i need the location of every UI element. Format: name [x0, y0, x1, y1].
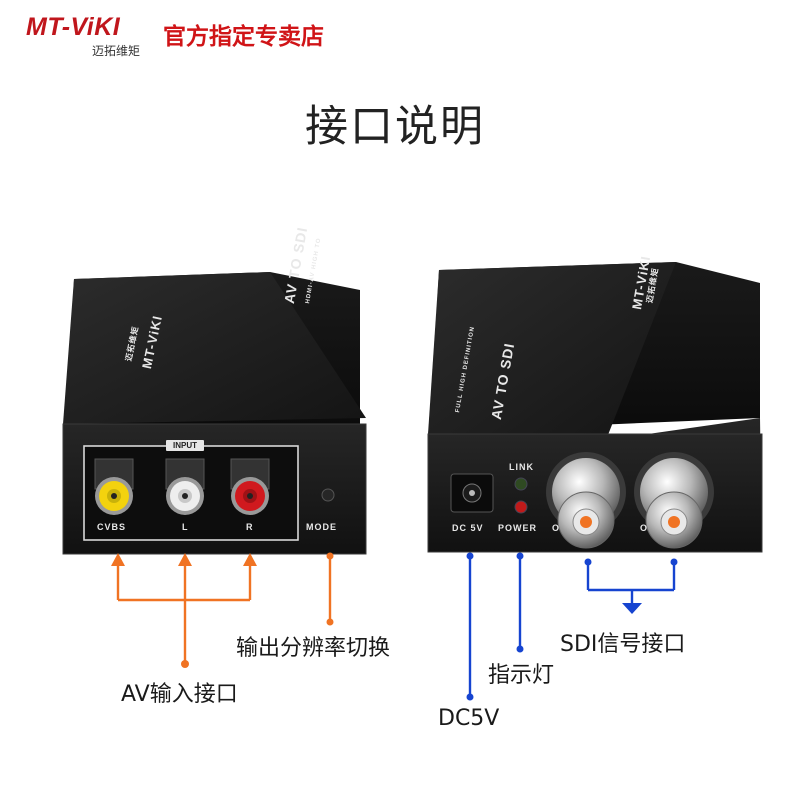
brand-logo: MT-ViKI [26, 13, 121, 41]
callout-indicator: 指示灯 [488, 663, 555, 688]
mode-label: MODE [306, 522, 337, 532]
blue-callout-lines [468, 556, 676, 696]
brand-logo-cn: 迈拓维矩 [92, 44, 141, 58]
led-link-label: LINK [509, 462, 534, 472]
port-label-l: L [182, 522, 189, 532]
left-device [62, 272, 367, 555]
dc-jack-label: DC 5V [452, 523, 484, 533]
blue-markers [466, 552, 678, 701]
orange-callout-lines [116, 556, 332, 663]
callout-sdi: SDI信号接口 [560, 632, 686, 657]
callout-av-input: AV输入接口 [121, 682, 238, 707]
led-power-label: POWER [498, 523, 538, 533]
bnc-connector-1 [546, 452, 626, 549]
sdi-label-1: O [552, 523, 561, 533]
bnc-connector-2 [634, 452, 714, 549]
orange-arrowheads [111, 552, 334, 668]
port-label-r: R [246, 522, 254, 532]
sdi-label-2: O [640, 523, 649, 533]
page-title: 接口说明 [305, 102, 485, 152]
input-badge: INPUT [166, 440, 204, 451]
left-rca-ports [94, 458, 270, 515]
port-label-cvbs: CVBS [97, 522, 127, 532]
store-banner: 官方指定专卖店 [163, 24, 324, 50]
callout-dc5v: DC5V [438, 706, 500, 731]
right-device [427, 262, 763, 553]
callout-resolution-switch: 输出分辨率切换 [236, 636, 391, 661]
